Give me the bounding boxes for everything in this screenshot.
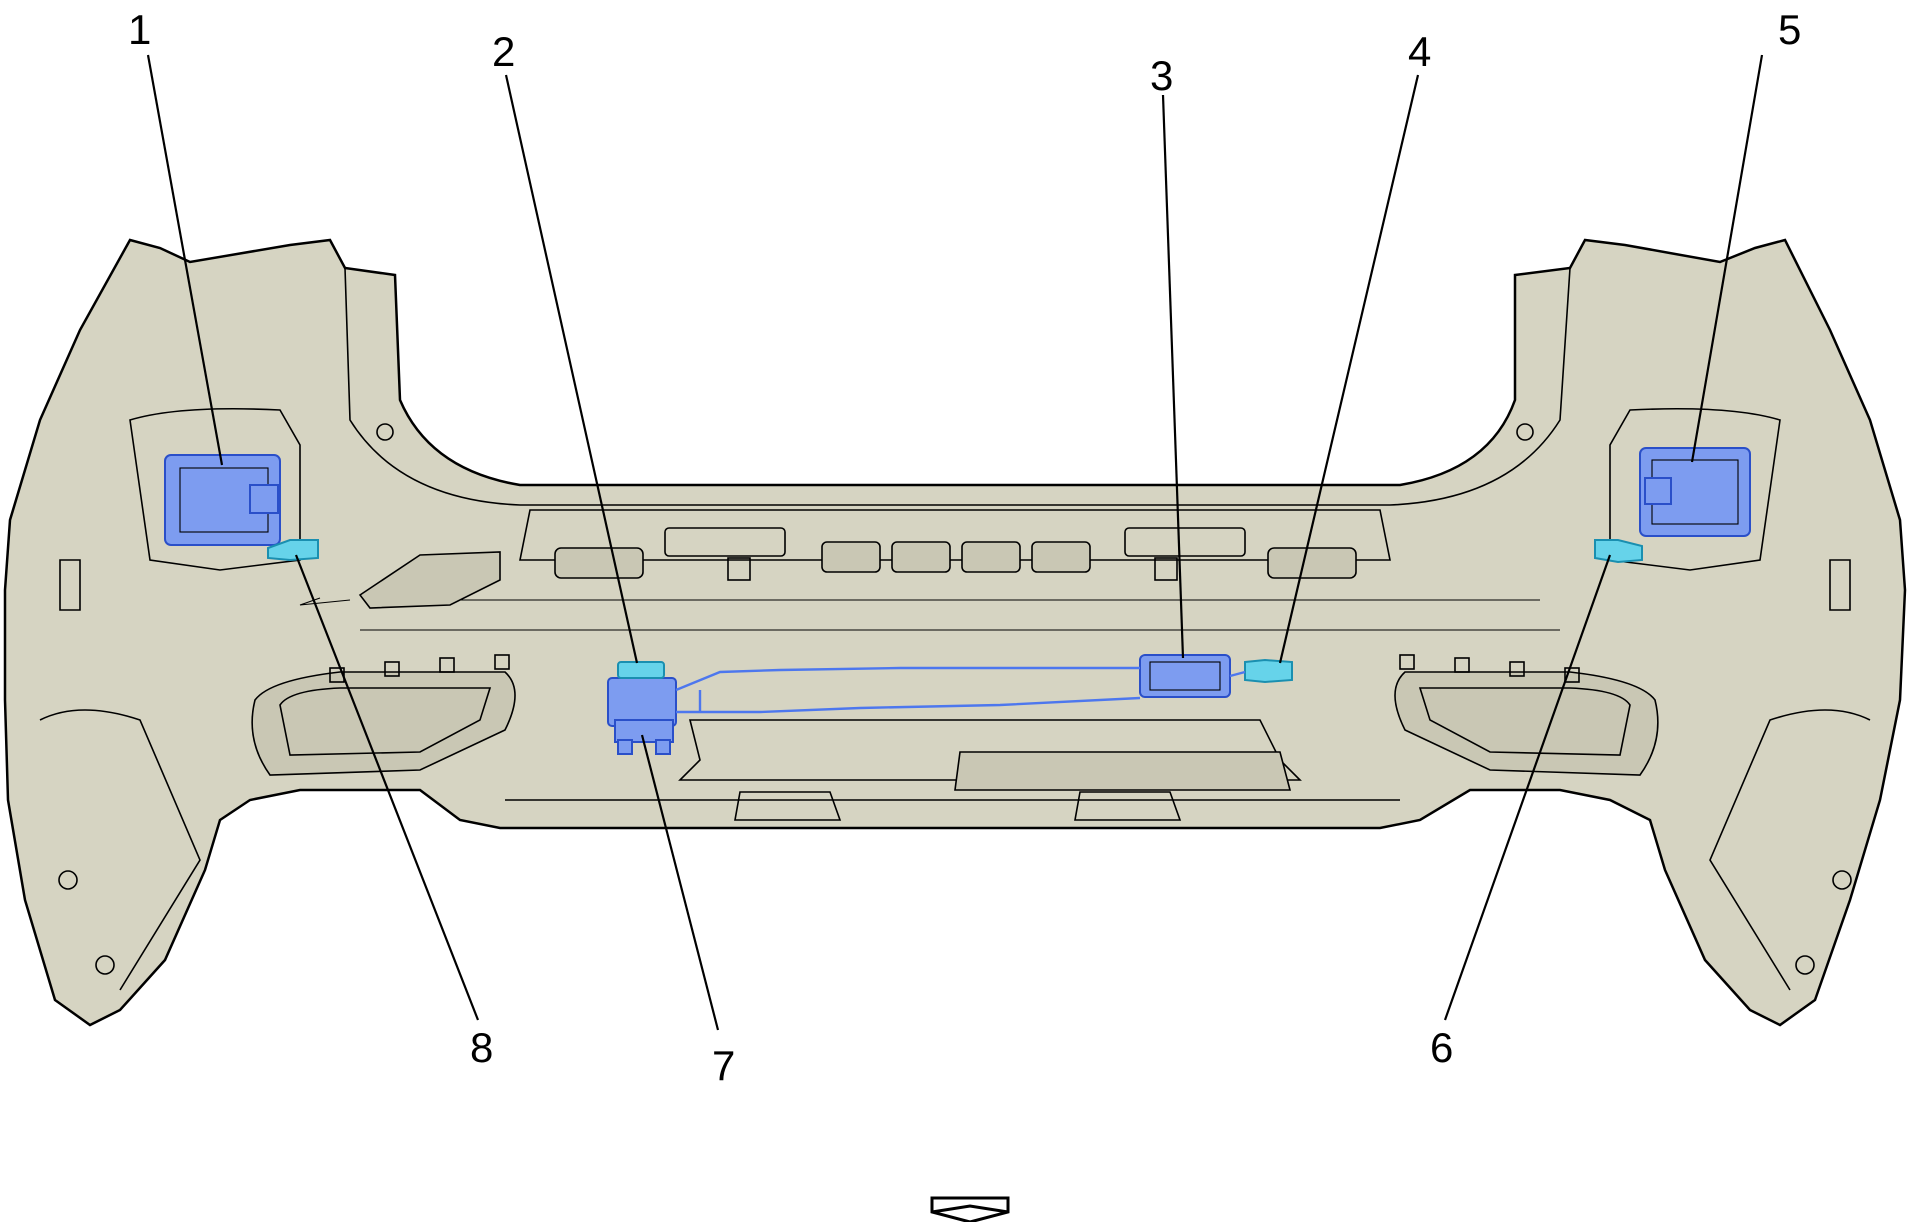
callout-3: 3 [1150, 52, 1173, 99]
tow-hook-cover [358, 551, 501, 609]
lower-diffuser [251, 671, 1659, 821]
right-corner-panel [1516, 407, 1871, 991]
callout-leaders [146, 54, 1764, 1031]
component-left-connector [267, 539, 319, 562]
callout-2: 2 [492, 28, 515, 75]
component-left-center-module [607, 677, 677, 755]
left-corner-panel [39, 407, 394, 991]
component-left-center-connector [617, 661, 665, 679]
component-right-connector [1594, 539, 1643, 564]
component-left-radar-module [164, 454, 281, 546]
callout-8: 8 [470, 1024, 493, 1071]
callout-7: 7 [712, 1042, 735, 1089]
retaining-clips [329, 654, 1580, 683]
component-right-radar-module [1639, 447, 1751, 537]
forward-direction-arrow-icon [930, 1196, 1010, 1222]
callout-5: 5 [1778, 6, 1801, 53]
callout-labels: 1 2 3 4 5 6 7 8 [128, 6, 1801, 1089]
wiring-harness [675, 666, 1246, 714]
component-center-module [1139, 654, 1231, 698]
callout-6: 6 [1430, 1024, 1453, 1071]
center-trim-slots [554, 527, 1357, 581]
callout-4: 4 [1408, 28, 1431, 75]
rear-bumper-fascia [3, 238, 1907, 1027]
callout-1: 1 [128, 6, 151, 53]
component-center-connector [1244, 658, 1293, 684]
